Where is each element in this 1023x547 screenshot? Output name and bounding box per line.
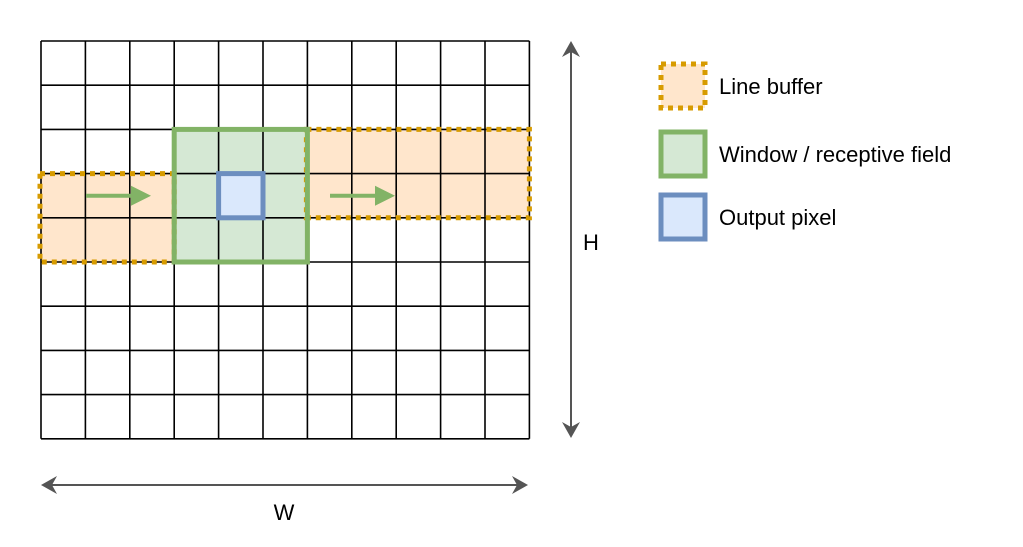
height-label: H <box>583 230 599 255</box>
legend-label-output-pixel: Output pixel <box>719 205 836 230</box>
line-buffer-1 <box>303 126 532 221</box>
height-arrow-bottom-head <box>562 422 580 438</box>
arrow-head <box>375 185 395 206</box>
output-pixel <box>216 171 266 221</box>
legend-swatch-window <box>658 129 708 179</box>
scan-direction-arrows <box>86 185 395 206</box>
width-arrow-right-head <box>512 476 528 494</box>
line-buffer-0 <box>37 171 177 265</box>
arrow-head <box>131 185 151 206</box>
scan-arrow-right <box>330 185 395 206</box>
legend-swatch-output-pixel <box>658 192 708 242</box>
width-label: W <box>274 500 295 525</box>
scan-arrow-left <box>86 185 151 206</box>
dimension-arrows <box>41 41 580 494</box>
height-arrow-top-head <box>562 41 580 57</box>
window-receptive-field <box>171 126 310 265</box>
legend-label-window: Window / receptive field <box>719 142 951 167</box>
legend-swatch-line-buffer <box>658 61 708 111</box>
legend: Line buffer Window / receptive field Out… <box>658 61 951 242</box>
output-pixel-fill <box>218 173 263 218</box>
line-buffer-outlines <box>37 126 532 265</box>
width-arrow-left-head <box>41 476 57 494</box>
legend-label-line-buffer: Line buffer <box>719 74 823 99</box>
